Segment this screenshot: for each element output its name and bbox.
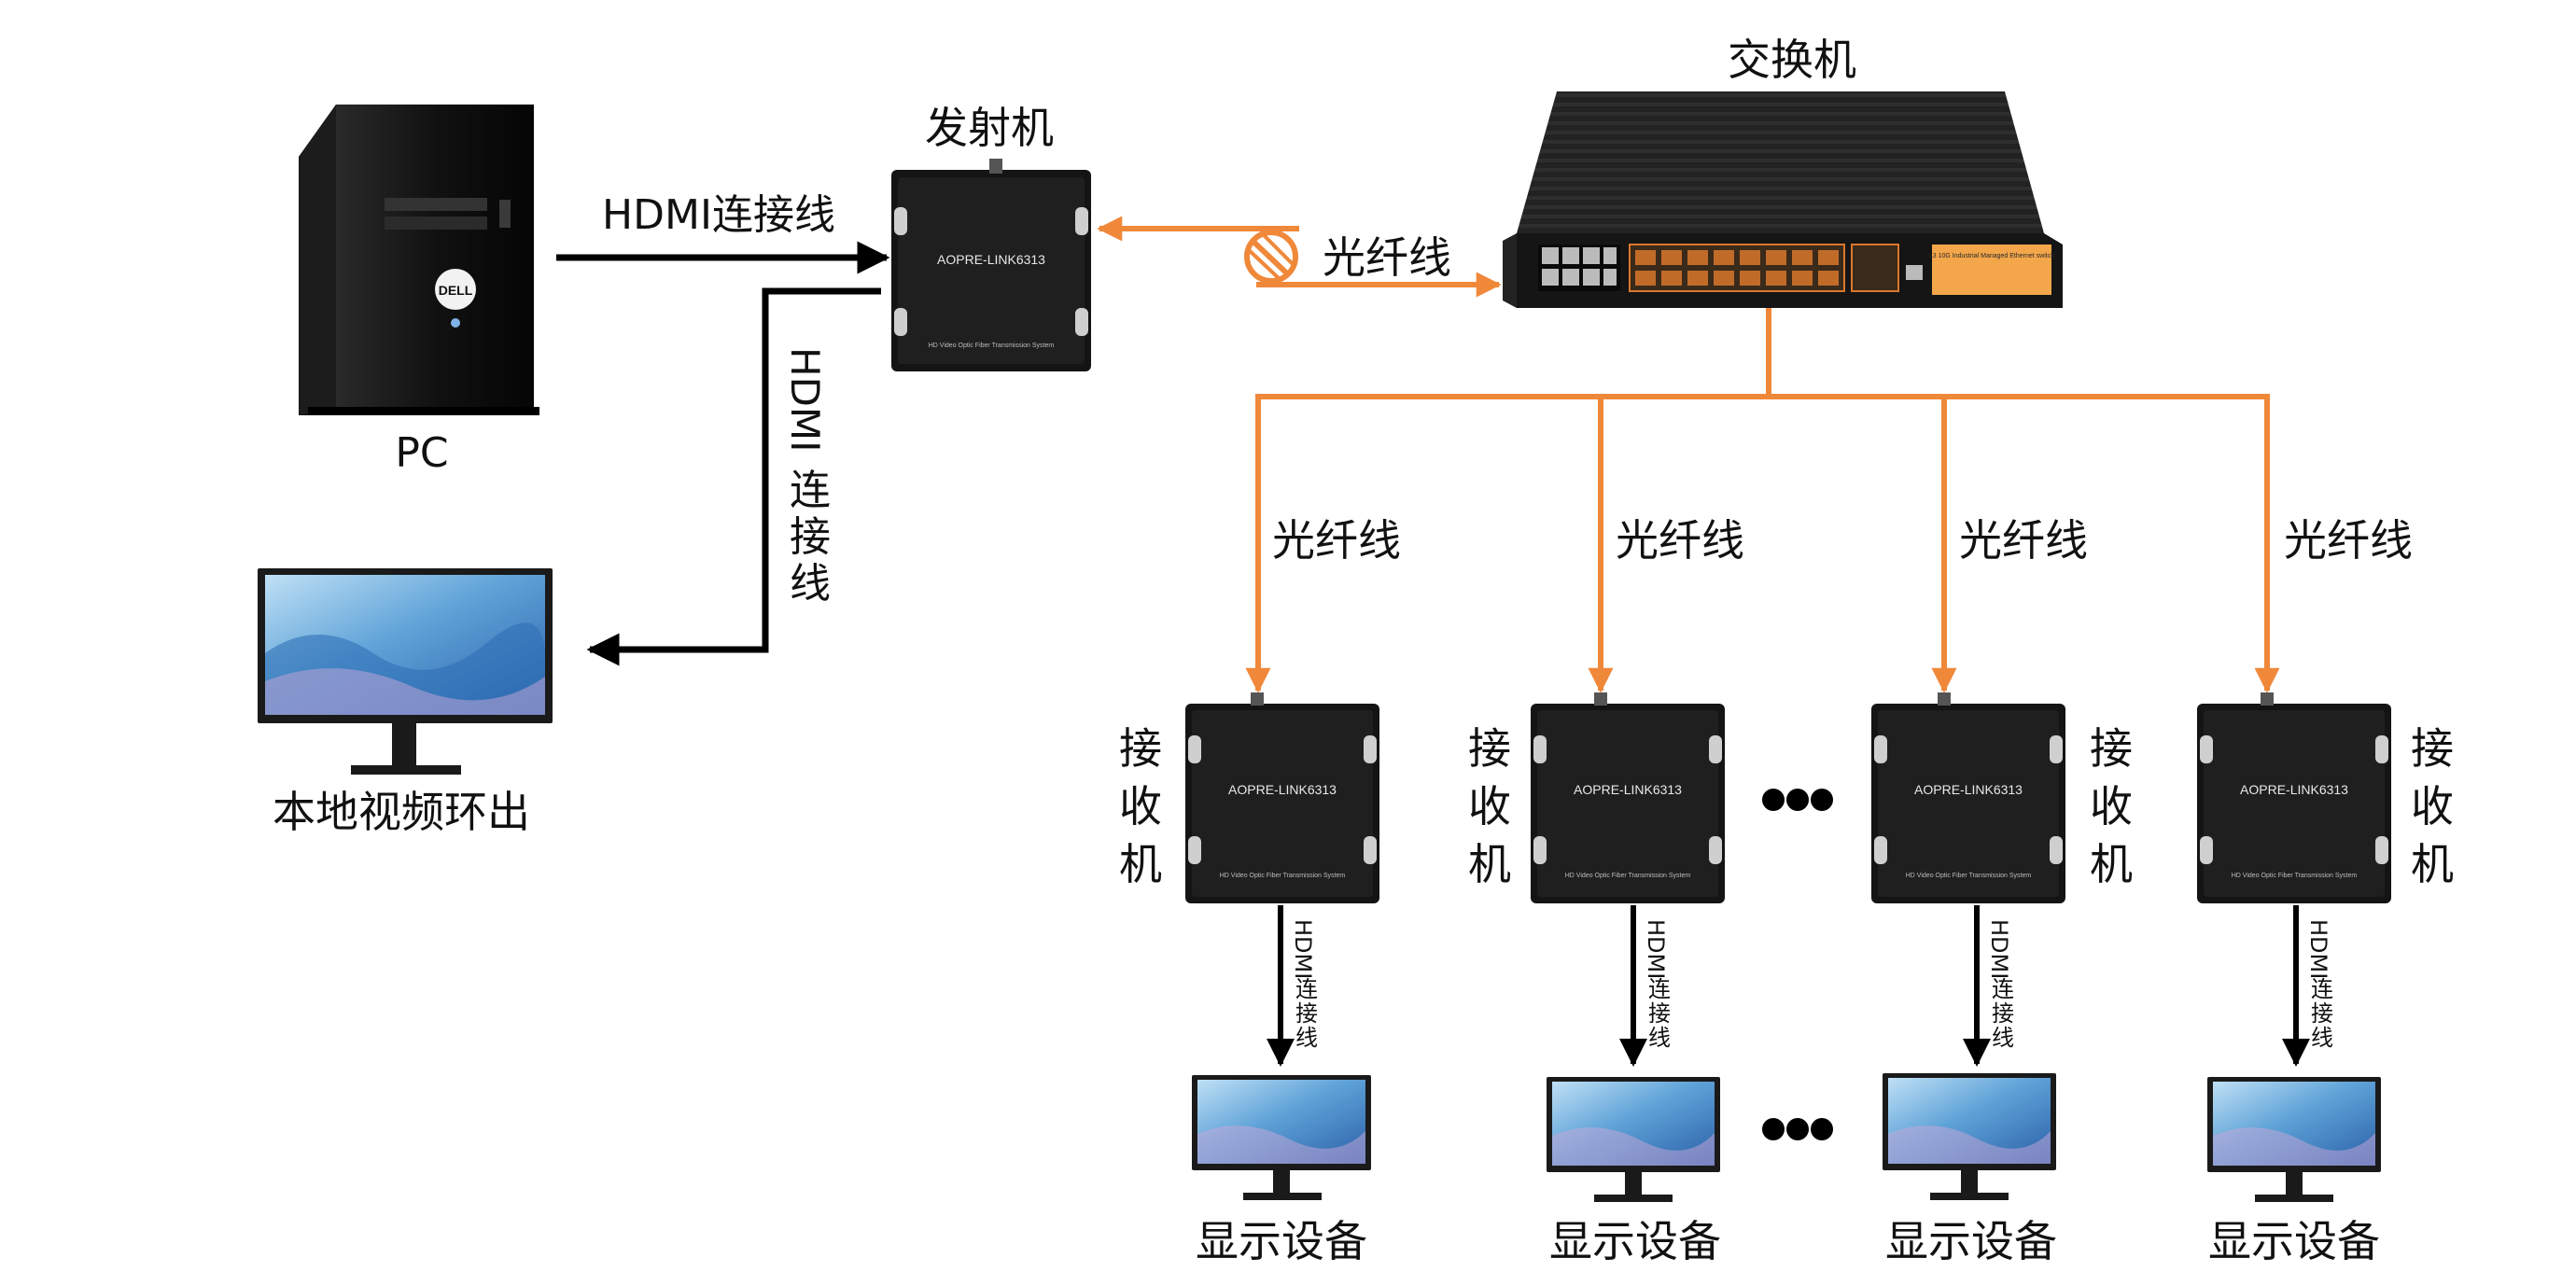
hdmi-small-4-char-1: 连 [2311, 976, 2333, 1002]
monitor-icon [258, 568, 553, 775]
receiver-3-subtitle: HD Video Optic Fiber Transmission System [1906, 873, 2032, 879]
transmitter-label: 发射机 [925, 103, 1054, 153]
pc-tower-icon: DELL [299, 105, 539, 415]
receiver-1-char-2: 收 [1119, 781, 1162, 832]
hdmi-small-4-char-2: 接 [2311, 1000, 2333, 1027]
receiver-4-model: AOPRE-LINK6313 [2240, 782, 2348, 797]
display-label-2: 显示设备 [1549, 1216, 1721, 1266]
receiver-1-model: AOPRE-LINK6313 [1228, 782, 1337, 797]
display-label-4: 显示设备 [2208, 1216, 2380, 1266]
receiver-2-model: AOPRE-LINK6313 [1574, 782, 1682, 797]
hdmi-vertical-small-1: HDMI [1290, 919, 1316, 979]
hdmi-small-3-char-1: 连 [1992, 976, 2014, 1002]
hdmi-small-2-char-1: 连 [1648, 976, 1671, 1002]
receiver-device-3: AOPRE-LINK6313 HD Video Optic Fiber Tran… [1871, 692, 2065, 903]
hdmi-small-1-char-1: 连 [1295, 976, 1318, 1002]
receiver-4-subtitle: HD Video Optic Fiber Transmission System [2232, 873, 2358, 879]
receiver-2-char-1: 接 [1468, 723, 1511, 774]
hdmi-receiver-to-display-3: HDMI 连 接 线 [1963, 905, 2014, 1067]
display-device-2 [1547, 1077, 1720, 1202]
receiver-label-4: 接 收 机 [2411, 723, 2454, 889]
transmitter-subtitle: HD Video Optic Fiber Transmission System [929, 342, 1055, 349]
display-device-1 [1192, 1075, 1371, 1200]
hdmi-vertical-small-4: HDMI [2305, 919, 2331, 979]
hdmi-cable-label-top: HDMI连接线 [602, 191, 835, 239]
hdmi-small-2-char-3: 线 [1648, 1025, 1671, 1051]
hdmi-receiver-to-display-2: HDMI 连 接 线 [1619, 905, 1671, 1067]
hdmi-vertical-text: HDMI [782, 347, 828, 453]
ellipsis-icon [1762, 789, 1833, 1140]
receiver-3-char-1: 接 [2090, 723, 2133, 774]
display-label-3: 显示设备 [1885, 1216, 2057, 1266]
transmitter-model: AOPRE-LINK6313 [937, 252, 1045, 267]
hdmi-vertical-char-3: 线 [790, 560, 831, 608]
hdmi-small-4-char-3: 线 [2311, 1025, 2333, 1051]
hdmi-receiver-to-display-4: HDMI 连 接 线 [2282, 905, 2333, 1067]
receiver-device-1: AOPRE-LINK6313 HD Video Optic Fiber Tran… [1185, 692, 1379, 903]
receiver-4-char-3: 机 [2411, 839, 2454, 889]
display-label-1: 显示设备 [1196, 1216, 1367, 1266]
receiver-2-char-3: 机 [1468, 839, 1511, 889]
receiver-1-char-1: 接 [1119, 723, 1162, 774]
hdmi-small-3-char-2: 接 [1992, 1000, 2014, 1027]
hdmi-vertical-char-1: 连 [790, 467, 831, 514]
fiber-distribution [1245, 308, 2280, 693]
fiber-label-4: 光纤线 [2284, 515, 2413, 566]
receiver-3-model: AOPRE-LINK6313 [1914, 782, 2023, 797]
fiber-coil-icon [1244, 230, 1298, 284]
receiver-4-char-2: 收 [2411, 781, 2454, 832]
receiver-device-2: AOPRE-LINK6313 HD Video Optic Fiber Tran… [1531, 692, 1725, 903]
switch-badge: L3 10G Industrial Managed Ethernet switc… [1929, 253, 2054, 259]
hdmi-small-1-char-2: 接 [1295, 1000, 1318, 1027]
hdmi-vertical-char-2: 接 [790, 513, 831, 561]
receiver-2-char-2: 收 [1468, 781, 1511, 832]
receiver-1-subtitle: HD Video Optic Fiber Transmission System [1220, 873, 1346, 879]
hdmi-vertical-small-3: HDMI [1986, 919, 2012, 979]
receiver-label-3: 接 收 机 [2090, 723, 2133, 889]
display-device-4 [2207, 1077, 2381, 1202]
receiver-device-4: AOPRE-LINK6313 HD Video Optic Fiber Tran… [2197, 692, 2391, 903]
fiber-label-1: 光纤线 [1272, 515, 1401, 566]
hdmi-small-3-char-3: 线 [1992, 1025, 2014, 1051]
receiver-4-char-1: 接 [2411, 723, 2454, 774]
display-device-3 [1883, 1073, 2056, 1200]
fiber-label-3: 光纤线 [1959, 515, 2088, 566]
receiver-2-subtitle: HD Video Optic Fiber Transmission System [1565, 873, 1691, 879]
hdmi-small-1-char-3: 线 [1295, 1025, 1318, 1051]
hdmi-receiver-to-display-1: HDMI 连 接 线 [1267, 905, 1318, 1067]
receiver-label-2: 接 收 机 [1468, 723, 1511, 889]
transmitter-device: AOPRE-LINK6313 HD Video Optic Fiber Tran… [891, 159, 1091, 371]
hdmi-cable-label-vertical: HDMI 连 接 线 [782, 347, 831, 608]
fiber-switch-icon: L3 10G Industrial Managed Ethernet switc… [1503, 91, 2063, 308]
receiver-3-char-2: 收 [2090, 781, 2133, 832]
fiber-label-2: 光纤线 [1616, 515, 1744, 566]
pc-brand-logo: DELL [439, 283, 473, 298]
fiber-label-main: 光纤线 [1323, 232, 1451, 283]
hdmi-vertical-small-2: HDMI [1643, 919, 1669, 979]
switch-label: 交换机 [1728, 35, 1856, 85]
receiver-3-char-3: 机 [2090, 839, 2133, 889]
receiver-label-1: 接 收 机 [1119, 723, 1162, 889]
receiver-1-char-3: 机 [1119, 839, 1162, 889]
local-loop-label: 本地视频环出 [273, 787, 530, 837]
hdmi-loop-out-cable [586, 287, 881, 666]
hdmi-small-2-char-2: 接 [1648, 1000, 1671, 1027]
pc-label: PC [395, 429, 448, 477]
